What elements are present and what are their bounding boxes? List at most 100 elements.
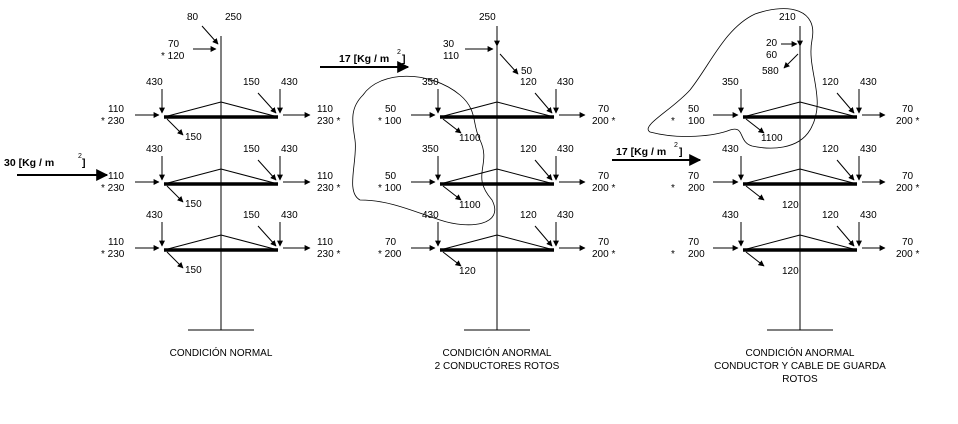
load-label: 100 <box>688 116 705 127</box>
load-label: 60 <box>766 50 778 61</box>
load-label: 150 <box>243 77 260 88</box>
arm-brace <box>163 101 222 118</box>
load-label: 1100 <box>459 133 481 144</box>
arm-brace <box>220 101 279 118</box>
load-label: 430 <box>422 210 439 221</box>
load-label: 430 <box>557 144 574 155</box>
load-label: 230 * <box>317 116 340 127</box>
load-arrow <box>257 159 277 181</box>
arm-brace <box>163 168 222 185</box>
load-label: * 120 <box>161 51 185 62</box>
load-label: 430 <box>146 77 163 88</box>
load-label: 430 <box>860 77 877 88</box>
load-label: 80 <box>187 12 199 23</box>
load-label: 150 <box>243 210 260 221</box>
arm-brace <box>439 234 498 251</box>
wind-exponent: 2 <box>397 49 401 56</box>
load-label: 120 <box>822 144 839 155</box>
arm-brace <box>799 234 858 251</box>
tower-caption: CONDICIÓN ANORMAL <box>746 346 855 359</box>
load-label: 430 <box>146 144 163 155</box>
load-arrow <box>442 251 462 267</box>
arm-brace <box>799 168 858 185</box>
asterisk-mark: * <box>671 116 675 127</box>
load-label: 70 <box>385 237 397 248</box>
load-arrow <box>836 92 855 114</box>
arm-brace <box>742 168 801 185</box>
load-label: 200 * <box>896 249 919 260</box>
load-label: 580 <box>762 66 779 77</box>
load-label: 210 <box>779 12 796 23</box>
load-label: 110 <box>108 237 124 248</box>
load-label: 200 * <box>592 183 615 194</box>
load-arrow <box>201 25 219 45</box>
load-arrow <box>534 225 553 247</box>
arm-brace <box>220 234 279 251</box>
load-label: 50 <box>688 104 700 115</box>
load-arrow <box>166 251 184 269</box>
load-label: 430 <box>860 144 877 155</box>
load-label: 430 <box>281 77 298 88</box>
wind-label: 30 [Kg / m <box>4 157 54 169</box>
arm-brace <box>742 101 801 118</box>
load-label: * 200 <box>378 249 402 260</box>
tower-caption: CONDUCTOR Y CABLE DE GUARDA <box>714 361 886 372</box>
wind-close: ] <box>679 146 683 158</box>
arm-brace <box>163 234 222 251</box>
load-label: 110 <box>108 171 124 182</box>
load-label: 120 <box>782 266 799 277</box>
load-label: 110 <box>317 104 333 115</box>
load-label: 250 <box>479 12 496 23</box>
load-label: 120 <box>782 200 799 211</box>
load-label: 150 <box>185 132 202 143</box>
load-label: 50 <box>385 104 397 115</box>
load-arrow <box>836 225 855 247</box>
tower-caption: ROTOS <box>782 374 818 385</box>
load-label: 430 <box>146 210 163 221</box>
load-label: 110 <box>317 171 333 182</box>
load-arrow <box>745 185 765 201</box>
load-label: 70 <box>598 104 610 115</box>
load-label: 200 <box>688 249 705 260</box>
load-label: 50 <box>521 66 533 77</box>
load-label: * 100 <box>378 183 402 194</box>
arm-brace <box>220 168 279 185</box>
load-arrow <box>442 118 462 134</box>
load-label: 70 <box>688 171 700 182</box>
arm-brace <box>742 234 801 251</box>
load-label: 70 <box>688 237 700 248</box>
load-label: 430 <box>557 210 574 221</box>
load-label: 1100 <box>761 133 783 144</box>
damage-outline <box>352 76 495 226</box>
load-label: 430 <box>722 144 739 155</box>
load-label: 150 <box>185 265 202 276</box>
load-label: 430 <box>722 210 739 221</box>
load-arrow <box>166 118 184 136</box>
load-label: 50 <box>385 171 397 182</box>
load-label: 120 <box>520 77 537 88</box>
load-label: 230 * <box>317 183 340 194</box>
load-label: 150 <box>185 199 202 210</box>
arm-brace <box>496 168 555 185</box>
load-label: 70 <box>902 171 914 182</box>
load-label: * 230 <box>101 183 125 194</box>
load-label: 200 * <box>592 116 615 127</box>
load-label: 350 <box>422 77 439 88</box>
load-label: 70 <box>598 171 610 182</box>
load-label: 230 * <box>317 249 340 260</box>
load-label: 430 <box>281 210 298 221</box>
load-arrow <box>257 92 277 114</box>
load-label: 200 * <box>896 116 919 127</box>
wind-label: 17 [Kg / m <box>339 53 389 65</box>
load-label: * 230 <box>101 116 125 127</box>
load-label: 200 * <box>592 249 615 260</box>
load-arrow <box>166 185 184 203</box>
tower-caption: CONDICIÓN ANORMAL <box>443 346 552 359</box>
load-label: 120 <box>520 144 537 155</box>
load-label: 1100 <box>459 200 481 211</box>
load-arrow <box>534 92 553 114</box>
load-label: 70 <box>168 39 180 50</box>
load-label: 20 <box>766 38 778 49</box>
load-arrow <box>534 159 553 181</box>
